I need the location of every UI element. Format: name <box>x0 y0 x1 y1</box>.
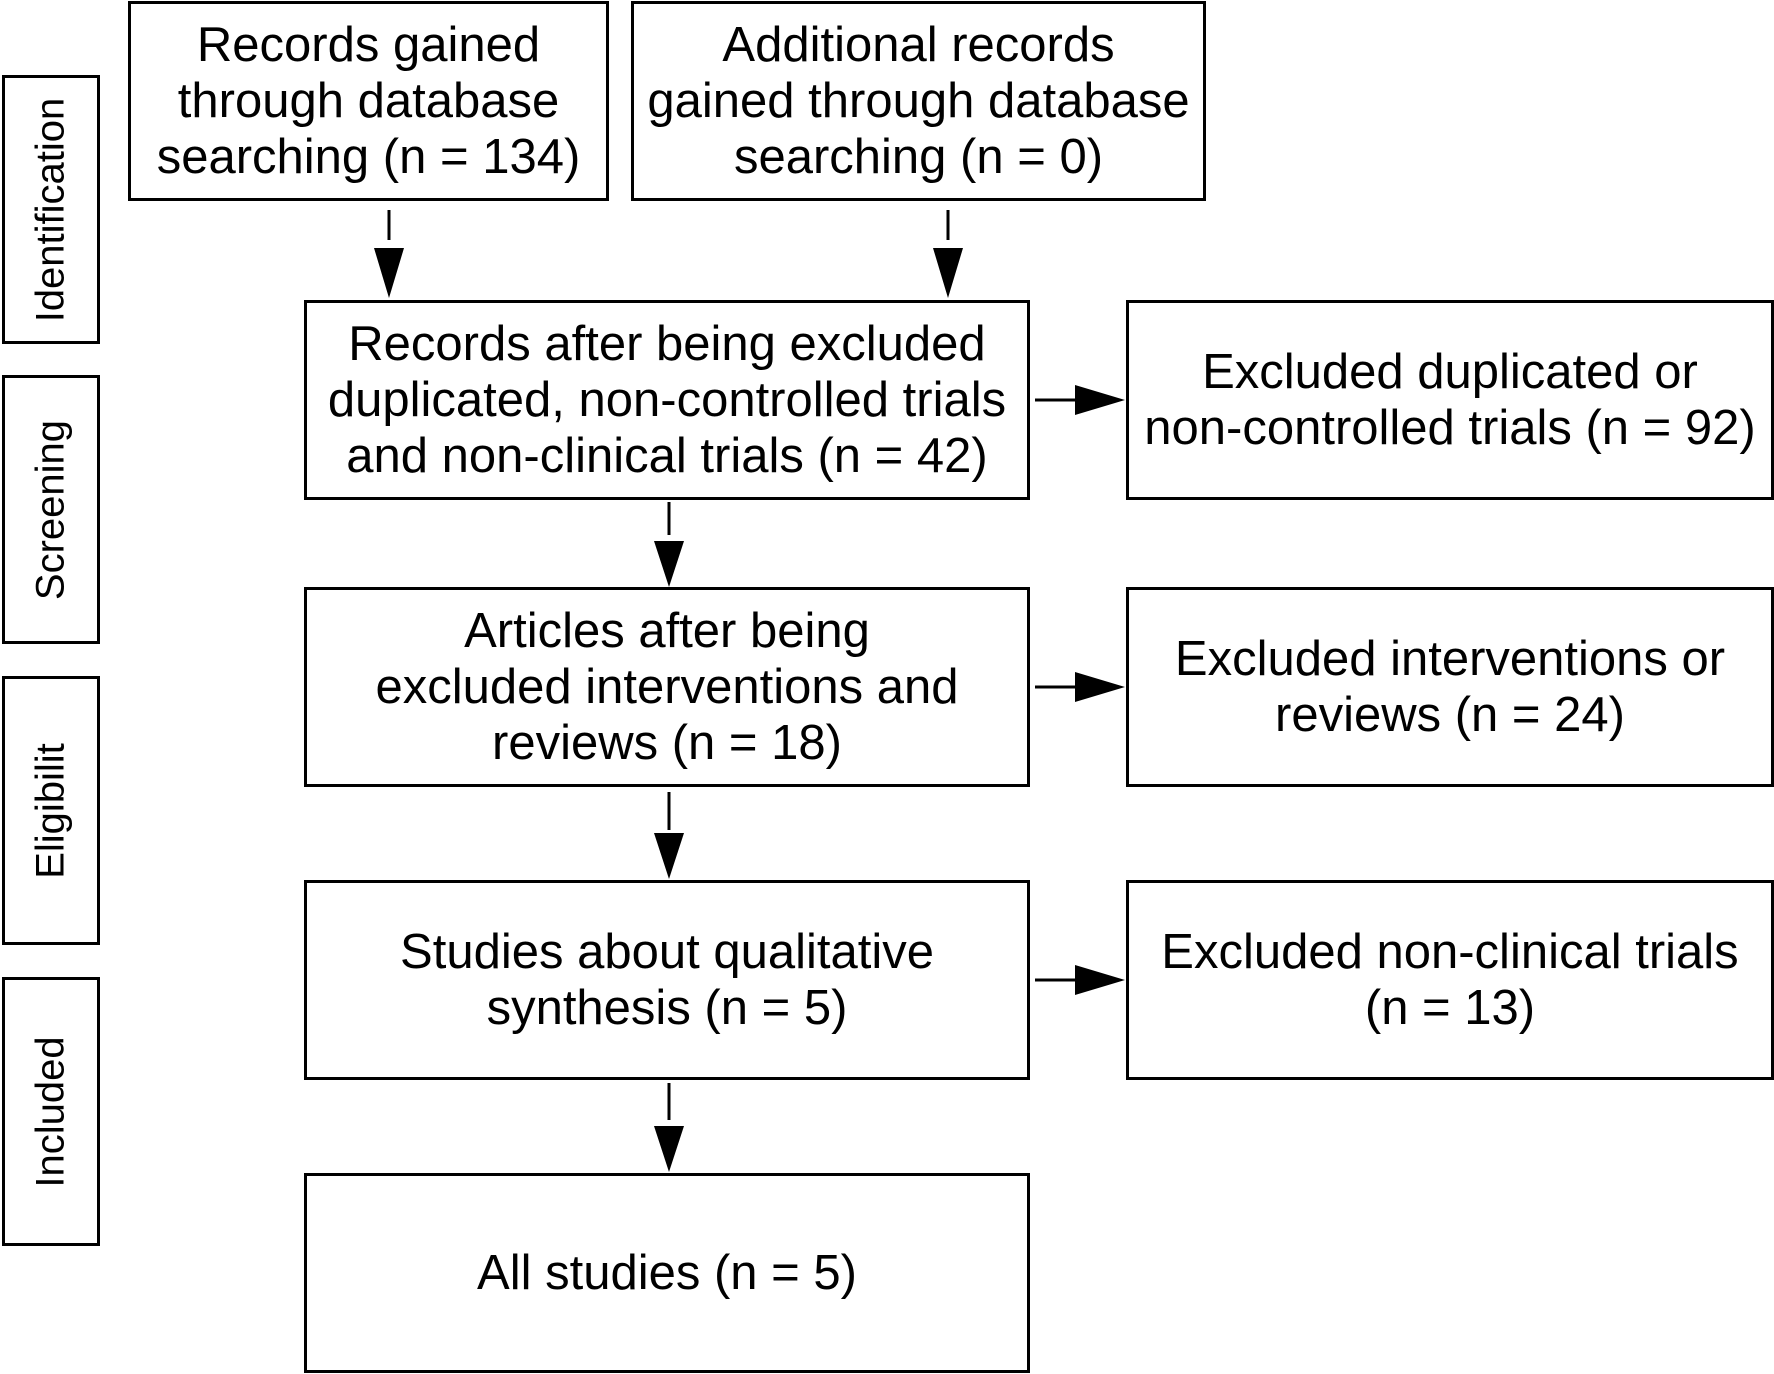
box-excluded-interventions: Excluded interventions or reviews (n = 2… <box>1126 587 1774 787</box>
box-additional-records: Additional records gained through databa… <box>631 1 1206 201</box>
stage-eligibility: Eligibilit <box>2 676 100 945</box>
box-database-records: Records gained through database searchin… <box>128 1 609 201</box>
arrowhead-excluded-interventions <box>1075 672 1125 702</box>
stage-identification: Identification <box>2 75 100 344</box>
box-text: Records gained through database searchin… <box>156 18 581 184</box>
box-excluded-nonclinical: Excluded non-clinical trials (n = 13) <box>1126 880 1774 1080</box>
box-text: Articles after being excluded interventi… <box>375 604 959 770</box>
box-text: Excluded interventions or reviews (n = 2… <box>1174 632 1726 742</box>
arrowhead-excluded-dup <box>1075 385 1125 415</box>
arrowhead-eligibility <box>654 833 684 879</box>
box-records-after-exclusion: Records after being excluded duplicated,… <box>304 300 1030 500</box>
box-text: Excluded non-clinical trials (n = 13) <box>1161 925 1739 1035</box>
box-text: Records after being excluded duplicated,… <box>327 317 1007 483</box>
arrowhead-excluded-nonclinical <box>1075 965 1125 995</box>
box-qualitative-synthesis: Studies about qualitative synthesis (n =… <box>304 880 1030 1080</box>
box-text: Additional records gained through databa… <box>647 18 1190 184</box>
box-excluded-duplicated: Excluded duplicated or non-controlled tr… <box>1126 300 1774 500</box>
box-all-studies: All studies (n = 5) <box>304 1173 1030 1373</box>
box-text: All studies (n = 5) <box>477 1246 857 1300</box>
box-text: Excluded duplicated or non-controlled tr… <box>1144 345 1756 455</box>
arrowhead-db <box>374 248 404 298</box>
stage-included: Included <box>2 977 100 1246</box>
box-articles-after-exclusion: Articles after being excluded interventi… <box>304 587 1030 787</box>
arrowhead-additional <box>933 248 963 298</box>
box-text: Studies about qualitative synthesis (n =… <box>400 925 934 1035</box>
arrowhead-screening <box>654 541 684 587</box>
stage-screening: Screening <box>2 375 100 644</box>
arrowhead-synthesis <box>654 1126 684 1172</box>
